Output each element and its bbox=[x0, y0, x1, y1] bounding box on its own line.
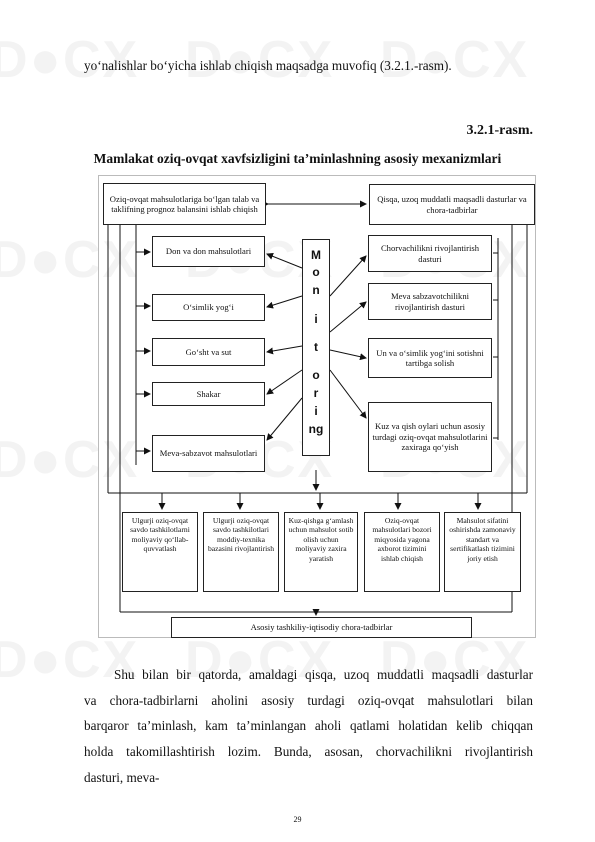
watermark: D●CX bbox=[380, 631, 530, 689]
measure-box-financial-support: Ulgurji oziq-ovqat savdo tashkilotlarni … bbox=[122, 512, 198, 592]
watermark: D●CX bbox=[0, 31, 140, 89]
product-box-grain: Don va don mahsulotlari bbox=[152, 236, 265, 267]
monitoring-letter: t bbox=[314, 340, 318, 354]
measure-box-financial-reserve: Kuz-qishga g‘amlash uchun mahsulot sotib… bbox=[284, 512, 358, 592]
watermark: D●CX bbox=[185, 631, 335, 689]
monitoring-box: M o n i t o r i ng bbox=[302, 239, 330, 456]
program-box-horticulture: Meva sabzavotchilikni rivojlantirish das… bbox=[368, 283, 492, 320]
product-box-fruit-veg: Meva-sabzavot mahsulotlari bbox=[152, 435, 265, 472]
product-box-meat-milk: Go‘sht va sut bbox=[152, 338, 265, 366]
monitoring-letter: r bbox=[313, 386, 319, 400]
figure-title: Mamlakat oziq-ovqat xavfsizligini ta’min… bbox=[93, 151, 502, 166]
measure-box-information-system: Oziq-ovqat mahsulotlari bozori miqyosida… bbox=[364, 512, 440, 592]
intro-text: yo‘nalishlar bo‘yicha ishlab chiqish maq… bbox=[84, 58, 452, 73]
monitoring-letter: ng bbox=[308, 422, 324, 436]
monitoring-letter: M bbox=[311, 248, 321, 262]
product-box-sugar: Shakar bbox=[152, 382, 265, 406]
paragraph-line: barqaror ta’minlash, kam ta’minlangan ah… bbox=[84, 718, 533, 734]
watermark: D●CX bbox=[0, 231, 140, 289]
target-programs-box: Qisqa, uzoq muddatli maqsadli dasturlar … bbox=[369, 184, 535, 225]
forecast-balance-box: Oziq-ovqat mahsulotlariga bo‘lgan talab … bbox=[103, 183, 266, 225]
figure-label: 3.2.1-rasm. bbox=[466, 123, 534, 138]
body-paragraph: Shu bilan bir qatorda, amaldagi qisqa, u… bbox=[84, 662, 533, 791]
monitoring-letter: i bbox=[314, 312, 318, 326]
program-box-livestock: Chorvachilikni rivojlantirish dasturi bbox=[368, 235, 492, 272]
paragraph-line: Shu bilan bir qatorda, amaldagi qisqa, u… bbox=[114, 667, 533, 682]
paragraph-line: holda takomillashtirish lozim. Bunda, as… bbox=[84, 744, 533, 760]
paragraph-line: va chora-tadbirlarni aholini asosiy turd… bbox=[84, 692, 533, 708]
watermark: D●CX bbox=[0, 631, 140, 689]
monitoring-letter: o bbox=[312, 265, 320, 279]
watermark: D●CX bbox=[380, 31, 530, 89]
measure-box-standards: Mahsulot sifatini oshirishda zamonaviy s… bbox=[444, 512, 521, 592]
watermark: D●CX bbox=[185, 31, 335, 89]
monitoring-letter: o bbox=[312, 368, 320, 382]
watermark: D●CX bbox=[0, 431, 140, 489]
base-measures-box: Asosiy tashkiliy-iqtisodiy chora-tadbirl… bbox=[171, 617, 472, 638]
measure-box-material-base: Ulgurji oziq-ovqat savdo tashkilotlari m… bbox=[203, 512, 279, 592]
page-number: 29 bbox=[293, 815, 302, 824]
paragraph-line: dasturi, meva- bbox=[84, 769, 160, 785]
product-box-oil: O‘simlik yog‘i bbox=[152, 294, 265, 321]
monitoring-letter: n bbox=[312, 283, 320, 297]
monitoring-letter: i bbox=[314, 404, 318, 418]
program-box-winter-stock: Kuz va qish oylari uchun asosiy turdagi … bbox=[368, 402, 492, 472]
program-box-flour-oil: Un va o‘simlik yog‘ini sotishni tartibga… bbox=[368, 338, 492, 378]
